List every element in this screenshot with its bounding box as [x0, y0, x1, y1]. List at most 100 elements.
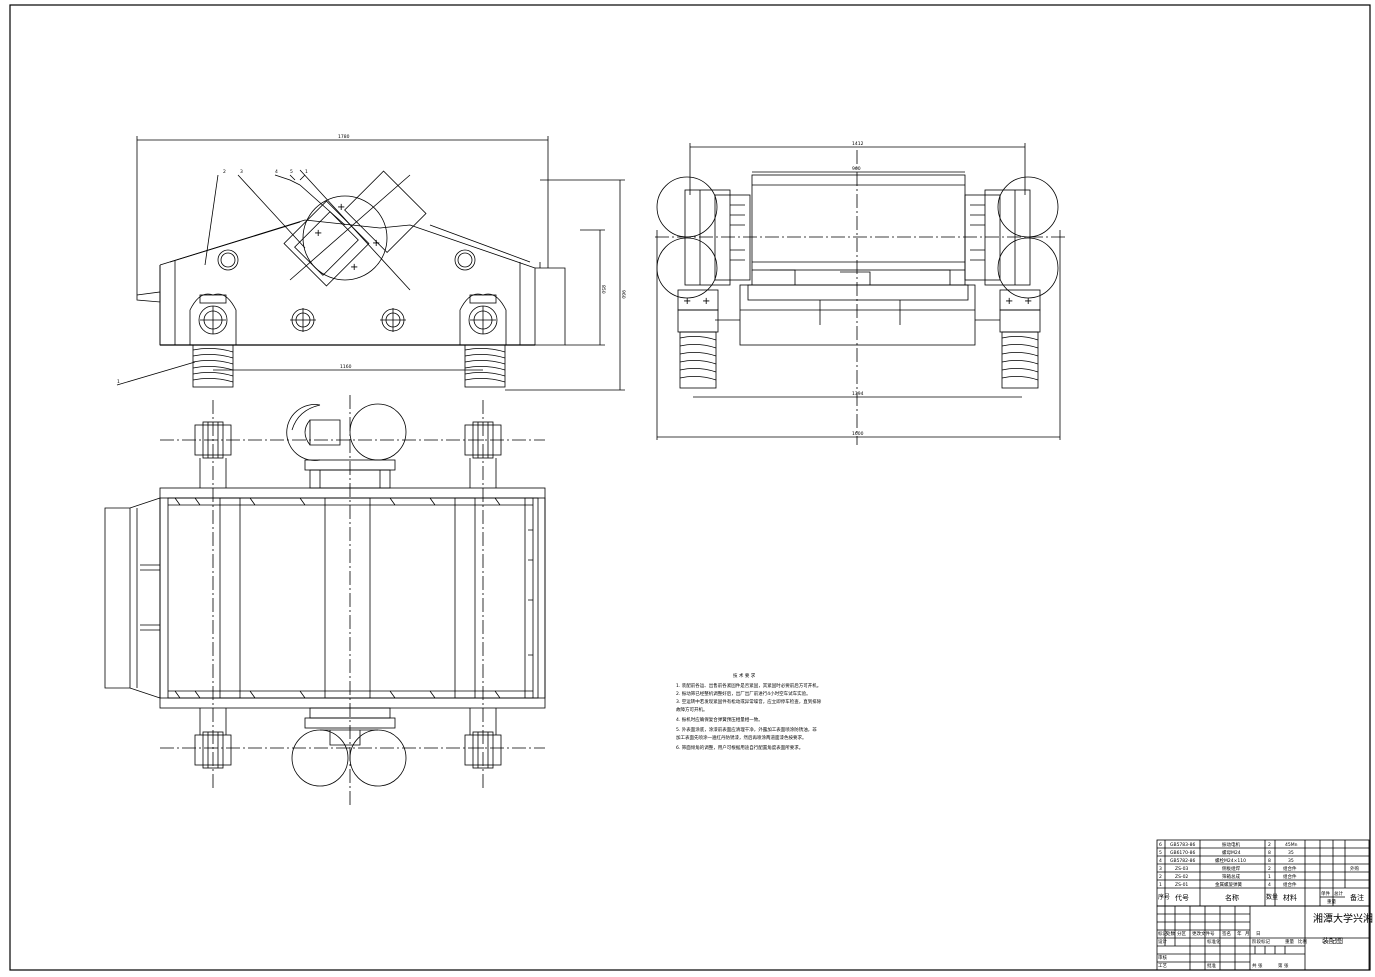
tech-note-5b: 加工表面先喷涂一遍红丹防锈漆，然后再喷涂两道面漆色按要求。 — [676, 734, 807, 741]
svg-text:+: + — [702, 296, 710, 307]
bom-r3-note: 外购 — [1350, 865, 1359, 872]
callout-1b: 1 — [305, 169, 308, 175]
dim-height: 960 — [620, 290, 626, 299]
dim-right: 850 — [600, 285, 606, 294]
callout-3: 3 — [240, 169, 243, 175]
tech-note-4: 4. 振机时应确保复合弹簧预压相量相一致。 — [676, 716, 763, 723]
svg-text:+: + — [372, 238, 380, 249]
dim-end-top: 1412 — [852, 141, 864, 147]
bom-h-code: 代号 — [1175, 893, 1189, 902]
bom-h-mat: 材料 — [1283, 893, 1297, 902]
bom-h-no: 序号 — [1158, 893, 1170, 901]
bom-h-total: 总计 — [1334, 890, 1343, 897]
end-spring-right — [1001, 331, 1039, 389]
bom-r4-no: 4 — [1159, 858, 1162, 864]
tb-count: 处数 — [1166, 930, 1175, 937]
bom-r5-qty: 8 — [1268, 850, 1271, 856]
dim-overall-length: 1780 — [338, 134, 350, 140]
callout-1: 1 — [117, 379, 120, 385]
bom-r6-no: 6 — [1159, 842, 1162, 848]
tb-stage: 阶段标记 — [1252, 938, 1270, 945]
callout-4: 4 — [275, 169, 278, 175]
bom-r4-mat: 35 — [1288, 858, 1294, 864]
school-name: 湘潭大学兴湘 — [1313, 912, 1373, 925]
bom-r5-mat: 35 — [1288, 850, 1294, 856]
svg-text:+: + — [1024, 296, 1032, 307]
svg-text:+: + — [314, 228, 322, 239]
tech-note-5: 5. 外表面涂底，涂漆前表面应清理干净，外露加工表面喷涂防锈油，非 — [676, 726, 817, 733]
bom-r4-code: GB5782-86 — [1170, 858, 1196, 864]
tech-note-3: 3. 空运转中若发现紧固件有松动或异常噪音，应立即停车检查，直到排除 — [676, 698, 822, 705]
bom-r1-code: ZS-01 — [1175, 882, 1188, 888]
mount-top-left — [194, 421, 232, 488]
tb-approve: 批准 — [1207, 962, 1216, 969]
bom-r6-qty: 2 — [1268, 842, 1271, 848]
end-view: 1412 960 + — [655, 141, 1065, 445]
bom-r5-name: 螺母M24 — [1222, 849, 1241, 856]
spring-left — [192, 344, 234, 388]
bom-r2-no: 2 — [1159, 874, 1162, 880]
bom-r6-code: GB5783-86 — [1170, 842, 1196, 848]
bom-h-remark: 备注 — [1350, 893, 1364, 902]
motor-top — [286, 403, 407, 489]
bom-r6-name: 振动电机 — [1222, 841, 1240, 848]
dim-end-inner: 960 — [852, 166, 861, 172]
tech-notes-title: 技 术 要 求 — [733, 672, 756, 679]
bom-r2-mat: 组合件 — [1283, 873, 1297, 880]
technical-notes: 技 术 要 求 1. 装配前各运、出售前各紧固件是否紧固，其紧固时必要前后方可开… — [676, 672, 822, 751]
dim-span: 1160 — [340, 364, 352, 370]
bom-h-qty: 数量 — [1266, 893, 1278, 901]
end-spring-left — [679, 331, 717, 389]
bom-r1-mat: 组合件 — [1283, 881, 1297, 888]
bom-h-name: 名称 — [1225, 893, 1239, 902]
tb-process: 工艺 — [1158, 963, 1167, 969]
tb-design: 设计 — [1158, 938, 1167, 945]
tech-note-3b: 故障方可开机。 — [676, 706, 708, 713]
tb-weight: 重量 — [1285, 938, 1294, 945]
tb-sign: 签名 — [1222, 930, 1231, 937]
callout-5: 5 — [290, 169, 293, 175]
mount-top-right — [464, 421, 502, 488]
mount-bottom-right — [464, 708, 502, 769]
bom-r2-qty: 1 — [1268, 874, 1271, 880]
title-block: 湘潭大学兴湘 装配图 标记 处数 分区 更改文件号 签名 年 月 日 设计 标准… — [1156, 905, 1373, 971]
mount-bottom-left — [194, 708, 232, 769]
bom-h-weight: 重量 — [1327, 898, 1336, 905]
tb-day: 日 — [1256, 931, 1261, 937]
spring-right — [464, 344, 506, 388]
svg-text:+: + — [1005, 296, 1013, 307]
tb-month: 月 — [1245, 931, 1250, 937]
bom-r2-code: ZS-02 — [1175, 874, 1188, 880]
tb-zone: 分区 — [1177, 930, 1186, 937]
bom-table: 6 GB5783-86 振动电机 2 45Mn 5 GB6170-86 螺母M2… — [1156, 839, 1370, 907]
side-view: 1780 — [116, 134, 626, 391]
bom-r1-qty: 4 — [1268, 882, 1271, 888]
tb-review: 审核 — [1158, 954, 1167, 961]
bom-r2-name: 筛箱总成 — [1222, 873, 1240, 880]
svg-text:+: + — [337, 202, 345, 213]
motor-bottom — [291, 707, 407, 787]
callout-2: 2 — [223, 169, 226, 175]
bom-r6-mat: 45Mn — [1285, 842, 1298, 848]
tb-standard: 标准化 — [1207, 938, 1221, 945]
bom-r4-name: 螺栓M24×110 — [1215, 857, 1246, 864]
tb-sheet-no: 第 张 — [1278, 962, 1289, 969]
bom-r3-qty: 2 — [1268, 866, 1271, 872]
tech-note-6: 6. 筛面倾角的调整，用户可根据用途自行配置角度表面所要求。 — [676, 744, 803, 751]
drawing-border — [9, 4, 1371, 971]
vibrator-motor-assembly: + + + + — [283, 169, 427, 291]
tb-change-doc: 更改文件号 — [1192, 930, 1215, 937]
tb-mark: 标记 — [1158, 930, 1167, 937]
tb-year: 年 — [1237, 930, 1242, 937]
bom-r3-name: 侧板组焊 — [1222, 865, 1240, 872]
bom-r4-qty: 8 — [1268, 858, 1271, 864]
bom-r1-no: 1 — [1159, 882, 1162, 888]
tb-scale: 比例 — [1298, 938, 1307, 945]
tech-note-1: 1. 装配前各运、出售前各紧固件是否紧固，其紧固时必要前后方可开机。 — [676, 682, 821, 689]
bom-h-unit: 单件 — [1321, 890, 1330, 897]
bom-r5-code: GB6170-86 — [1170, 850, 1196, 856]
bom-r1-name: 金属螺旋弹簧 — [1215, 881, 1242, 888]
tech-note-2: 2. 振动筛已经整机调整好后，出厂出厂前进行4小时空车试车实验。 — [676, 690, 811, 697]
bom-r3-code: ZS-03 — [1175, 866, 1188, 872]
